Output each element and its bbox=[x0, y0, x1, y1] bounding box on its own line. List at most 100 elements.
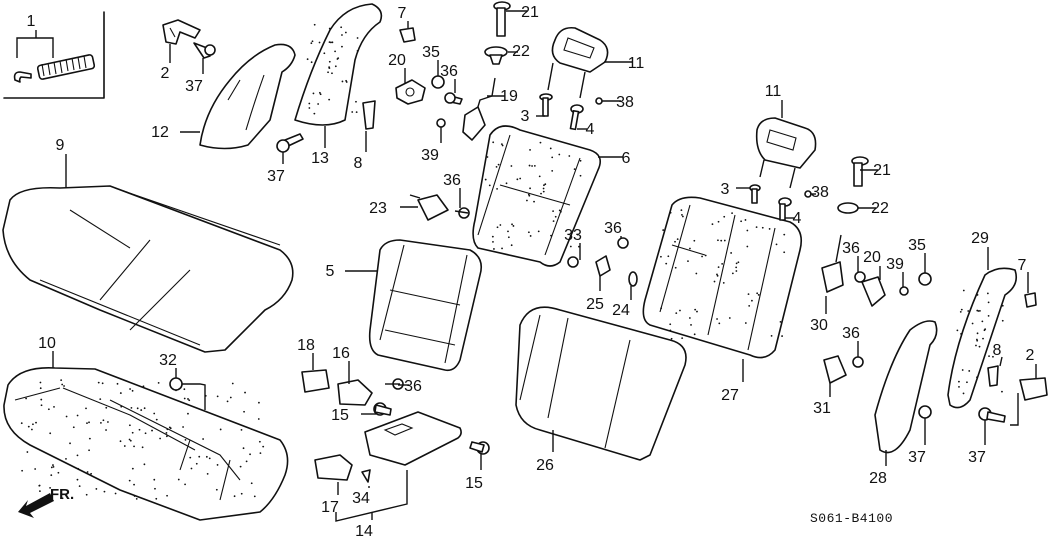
bolt-part-37b bbox=[276, 133, 304, 153]
callout-label-30[interactable]: 30 bbox=[810, 317, 828, 334]
seatback-part-26 bbox=[515, 306, 687, 461]
arrow-left-icon bbox=[18, 493, 54, 518]
callout-label-39[interactable]: 39 bbox=[421, 147, 439, 164]
callout-label-33[interactable]: 33 bbox=[564, 227, 582, 244]
callout-label-2[interactable]: 2 bbox=[1026, 347, 1035, 364]
bracket-part-2 bbox=[162, 19, 201, 45]
callout-label-22[interactable]: 22 bbox=[512, 43, 530, 60]
callout-label-35[interactable]: 35 bbox=[422, 44, 440, 61]
callout-label-3[interactable]: 3 bbox=[521, 108, 530, 125]
callout-label-37[interactable]: 37 bbox=[908, 449, 926, 466]
bracket-part-20a bbox=[395, 79, 426, 105]
bolt-part-36b bbox=[454, 207, 470, 219]
callout-label-20[interactable]: 20 bbox=[863, 249, 881, 266]
callout-label-3[interactable]: 3 bbox=[721, 181, 730, 198]
callout-label-20[interactable]: 20 bbox=[388, 52, 406, 69]
diagram-code: S061-B4100 bbox=[810, 511, 893, 526]
callout-label-16[interactable]: 16 bbox=[332, 345, 350, 362]
side-bolster-part-12 bbox=[199, 43, 296, 150]
stipple-part-6 bbox=[484, 141, 582, 250]
stipple-part-10 bbox=[20, 379, 265, 500]
callout-label-11[interactable]: 11 bbox=[628, 55, 645, 72]
side-bolster-part-13 bbox=[294, 3, 383, 126]
callout-label-25[interactable]: 25 bbox=[586, 296, 604, 313]
callout-label-9[interactable]: 9 bbox=[56, 137, 65, 154]
callout-label-7[interactable]: 7 bbox=[1018, 257, 1027, 274]
front-direction-indicator: FR. bbox=[18, 486, 74, 518]
callout-label-32[interactable]: 32 bbox=[159, 352, 177, 369]
callout-label-17[interactable]: 17 bbox=[321, 499, 339, 516]
bolt-part-36c bbox=[385, 378, 404, 390]
callout-label-35[interactable]: 35 bbox=[908, 237, 926, 254]
callout-label-23[interactable]: 23 bbox=[369, 200, 387, 217]
callout-label-4[interactable]: 4 bbox=[586, 121, 595, 138]
callout-label-1[interactable]: 1 bbox=[27, 13, 36, 30]
callout-label-13[interactable]: 13 bbox=[311, 150, 329, 167]
callout-label-36[interactable]: 36 bbox=[842, 325, 860, 342]
callout-label-7[interactable]: 7 bbox=[398, 5, 407, 22]
callout-label-2[interactable]: 2 bbox=[161, 65, 170, 82]
bolt-part-36a bbox=[444, 92, 463, 105]
cup-holder-part-17 bbox=[314, 454, 353, 481]
callout-label-39[interactable]: 39 bbox=[886, 256, 904, 273]
callout-label-36[interactable]: 36 bbox=[440, 63, 458, 80]
bolt-part-37a bbox=[193, 42, 216, 59]
callout-label-38[interactable]: 38 bbox=[616, 94, 634, 111]
callout-label-6[interactable]: 6 bbox=[622, 150, 631, 167]
callout-label-31[interactable]: 31 bbox=[813, 400, 831, 417]
clip-part-7b bbox=[1024, 292, 1037, 308]
bolt-part-37c bbox=[918, 405, 932, 419]
callout-label-21[interactable]: 21 bbox=[521, 4, 539, 21]
callout-label-36[interactable]: 36 bbox=[842, 240, 860, 257]
callout-label-28[interactable]: 28 bbox=[869, 470, 887, 487]
bracket-part-20b bbox=[861, 276, 886, 307]
clip-part-8b bbox=[987, 365, 999, 387]
bolt-part-33 bbox=[567, 256, 579, 268]
callout-label-37[interactable]: 37 bbox=[267, 168, 285, 185]
leader-lines bbox=[52, 10, 1037, 520]
callout-label-36[interactable]: 36 bbox=[404, 378, 422, 395]
callout-label-8[interactable]: 8 bbox=[993, 342, 1002, 359]
callout-label-15[interactable]: 15 bbox=[465, 475, 483, 492]
callout-label-36[interactable]: 36 bbox=[443, 172, 461, 189]
callout-label-24[interactable]: 24 bbox=[612, 302, 630, 319]
front-label: FR. bbox=[50, 486, 74, 503]
bracket-part-18 bbox=[301, 369, 330, 393]
callout-label-12[interactable]: 12 bbox=[151, 124, 169, 141]
callout-label-18[interactable]: 18 bbox=[297, 337, 315, 354]
callout-labels: 1223344567788910111112131415151617181920… bbox=[27, 4, 1035, 538]
callout-label-19[interactable]: 19 bbox=[500, 88, 518, 105]
callout-label-4[interactable]: 4 bbox=[793, 210, 802, 227]
callout-label-37[interactable]: 37 bbox=[185, 78, 203, 95]
callout-label-11[interactable]: 11 bbox=[765, 83, 782, 100]
callout-label-34[interactable]: 34 bbox=[352, 490, 370, 507]
bolt-part-37d bbox=[978, 407, 1006, 423]
callout-label-27[interactable]: 27 bbox=[721, 387, 739, 404]
side-bolster-part-28 bbox=[874, 320, 938, 454]
callout-label-26[interactable]: 26 bbox=[536, 457, 554, 474]
headrest-part-11a bbox=[547, 26, 609, 99]
stipple-part-27 bbox=[660, 209, 786, 340]
bolt-part-36f bbox=[852, 356, 864, 368]
bolt-part-21a bbox=[493, 1, 511, 37]
callout-label-37[interactable]: 37 bbox=[968, 449, 986, 466]
screw-part-38a bbox=[595, 97, 603, 105]
callout-label-29[interactable]: 29 bbox=[971, 230, 989, 247]
callout-label-38[interactable]: 38 bbox=[811, 184, 829, 201]
callout-label-5[interactable]: 5 bbox=[326, 263, 335, 280]
callout-label-22[interactable]: 22 bbox=[871, 200, 889, 217]
clip-part-22b bbox=[837, 202, 859, 214]
callout-label-10[interactable]: 10 bbox=[38, 335, 56, 352]
callout-label-8[interactable]: 8 bbox=[354, 155, 363, 172]
callout-label-36[interactable]: 36 bbox=[604, 220, 622, 237]
callout-label-15[interactable]: 15 bbox=[331, 407, 349, 424]
inset-box-part-1 bbox=[3, 11, 105, 99]
clip-part-34 bbox=[361, 469, 371, 483]
bolt-part-36d bbox=[617, 237, 629, 249]
screw-part-39a bbox=[436, 118, 446, 128]
bolt-part-15a bbox=[373, 402, 392, 416]
bracket-part-25 bbox=[595, 255, 611, 277]
clip-part-7a bbox=[399, 27, 416, 43]
callout-label-14[interactable]: 14 bbox=[355, 523, 373, 538]
callout-label-21[interactable]: 21 bbox=[873, 162, 891, 179]
